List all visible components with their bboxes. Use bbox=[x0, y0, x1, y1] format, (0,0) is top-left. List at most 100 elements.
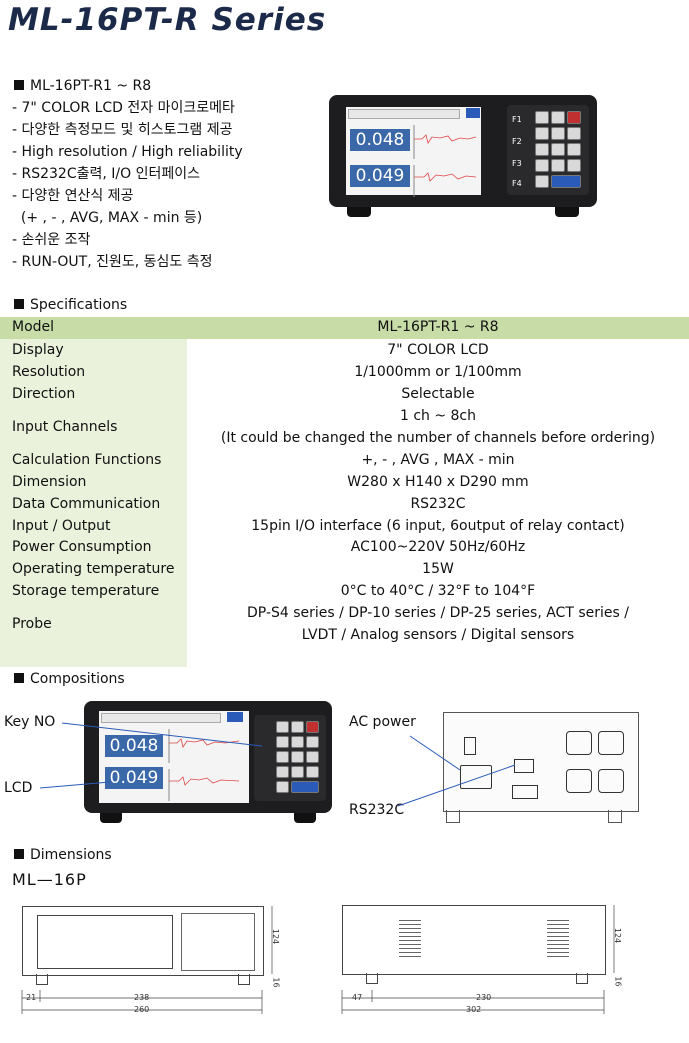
spec-key-column bbox=[0, 339, 187, 667]
fkey-f1: F1 bbox=[512, 115, 522, 124]
readout-2: 0.049 bbox=[105, 767, 163, 789]
feature-item: - 다양한 연산식 제공 bbox=[12, 188, 134, 204]
ac-inlet-icon bbox=[460, 765, 492, 789]
label-ac-power: AC power bbox=[349, 714, 416, 730]
spec-key: Data Communication bbox=[12, 496, 161, 512]
readout-1: 0.048 bbox=[350, 129, 410, 151]
features-heading: ML-16PT-R1 ~ R8 bbox=[14, 78, 151, 94]
device-screen: 0.048 0.049 bbox=[346, 107, 481, 197]
device-screen: 0.048 0.049 bbox=[99, 711, 249, 803]
compositions-heading: Compositions bbox=[14, 671, 125, 687]
device-rear-panel bbox=[443, 712, 639, 812]
dimension-model: ML—16P bbox=[12, 870, 87, 889]
fkey-f4: F4 bbox=[512, 179, 522, 188]
device-foot bbox=[347, 207, 371, 217]
dim-front-view bbox=[22, 906, 264, 976]
spec-key: Model bbox=[12, 319, 55, 335]
bullet-square-icon bbox=[14, 299, 24, 309]
device-foot bbox=[100, 813, 122, 823]
spec-value: DP-S4 series / DP-10 series / DP-25 seri… bbox=[247, 605, 629, 621]
readout-1: 0.048 bbox=[105, 735, 163, 757]
spec-value-2: (It could be changed the number of chann… bbox=[220, 430, 656, 446]
spec-key: Input Channels bbox=[12, 419, 118, 435]
fkey-f3: F3 bbox=[512, 159, 522, 168]
feature-list: - 7" COLOR LCD 전자 마이크로메타 - 다양한 측정모드 및 히스… bbox=[12, 97, 243, 273]
bullet-square-icon bbox=[14, 849, 24, 859]
dim-front-screen bbox=[37, 915, 173, 969]
probe-connector-icon bbox=[598, 769, 624, 793]
device-front-photo: 0.048 0.049 bbox=[84, 701, 332, 823]
screen-mode-button bbox=[466, 108, 480, 118]
dim-foot bbox=[36, 974, 48, 985]
spec-value: W280 x H140 x D290 mm bbox=[347, 474, 529, 490]
label-lcd: LCD bbox=[4, 780, 33, 796]
dim-foot bbox=[576, 973, 588, 984]
spec-value: AC100~220V 50Hz/60Hz bbox=[350, 539, 526, 555]
spec-value: 1/1000mm or 1/100mm bbox=[354, 364, 522, 380]
dim-foot bbox=[238, 974, 250, 985]
dim-front-inner-width: 238 bbox=[134, 993, 150, 1002]
spec-value: +, - , AVG , MAX - min bbox=[361, 452, 515, 468]
waveform-graph bbox=[168, 729, 240, 801]
readout-2: 0.049 bbox=[350, 165, 410, 187]
spec-header-row bbox=[0, 317, 689, 339]
device-foot bbox=[608, 810, 622, 823]
dim-front-total-width: 260 bbox=[134, 1005, 150, 1014]
bullet-square-icon bbox=[14, 80, 24, 90]
spec-value-2: LVDT / Analog sensors / Digital sensors bbox=[301, 627, 575, 643]
dim-side-foot: 16 bbox=[613, 976, 623, 987]
rs232c-port-icon bbox=[514, 759, 534, 773]
dim-front-offset: 21 bbox=[26, 993, 37, 1002]
spec-key: Display bbox=[12, 342, 64, 358]
device-foot bbox=[294, 813, 316, 823]
spec-key: Power Consumption bbox=[12, 539, 152, 555]
page-title: ML-16PT-R Series bbox=[8, 2, 327, 38]
spec-value: 15W bbox=[422, 561, 454, 577]
probe-connector-icon bbox=[566, 769, 592, 793]
spec-key: Operating temperature bbox=[12, 561, 175, 577]
spec-key: Input / Output bbox=[12, 518, 111, 534]
probe-connector-icon bbox=[598, 731, 624, 755]
spec-key: Storage temperature bbox=[12, 583, 160, 599]
waveform-graph bbox=[413, 125, 477, 197]
spec-value: RS232C bbox=[410, 496, 466, 512]
spec-value: 7" COLOR LCD bbox=[387, 342, 489, 358]
keypad-grid bbox=[535, 111, 583, 193]
power-switch-icon bbox=[464, 737, 476, 755]
device-foot bbox=[446, 810, 460, 823]
label-rs232c: RS232C bbox=[349, 802, 405, 818]
feature-item: - High resolution / High reliability bbox=[12, 144, 243, 160]
io-port-icon bbox=[512, 785, 538, 799]
spec-key: Calculation Functions bbox=[12, 452, 162, 468]
dim-foot bbox=[366, 973, 378, 984]
dim-front-keypad bbox=[181, 913, 255, 971]
device-foot bbox=[555, 207, 579, 217]
spec-value: 15pin I/O interface (6 input, 6output of… bbox=[251, 518, 625, 534]
dim-side-height: 124 bbox=[613, 927, 623, 944]
screen-status-bar bbox=[348, 109, 460, 119]
feature-item: - 7" COLOR LCD 전자 마이크로메타 bbox=[12, 100, 235, 116]
screen-mode-button bbox=[227, 712, 243, 722]
dim-side-view bbox=[342, 905, 606, 975]
spec-key: Dimension bbox=[12, 474, 87, 490]
bullet-square-icon bbox=[14, 673, 24, 683]
dim-side-vent bbox=[547, 920, 569, 960]
feature-item: - 다양한 측정모드 및 히스토그램 제공 bbox=[12, 122, 233, 138]
dim-front-height: 124 bbox=[271, 928, 281, 945]
dim-side-total-width: 302 bbox=[466, 1005, 482, 1014]
dim-side-offset: 47 bbox=[352, 993, 363, 1002]
spec-key: Probe bbox=[12, 616, 52, 632]
dim-front-foot: 16 bbox=[271, 977, 281, 988]
dim-side-vent bbox=[399, 920, 421, 960]
spec-key: Resolution bbox=[12, 364, 86, 380]
spec-value: Selectable bbox=[401, 386, 475, 402]
probe-connector-icon bbox=[566, 731, 592, 755]
device-photo: 0.048 0.049 F1 F2 F3 F4 bbox=[329, 95, 597, 217]
feature-item: (+ , - , AVG, MAX - min 등) bbox=[12, 210, 203, 226]
screen-status-bar bbox=[101, 713, 221, 723]
spec-value: 1 ch ~ 8ch bbox=[399, 408, 477, 424]
keypad-grid bbox=[276, 721, 324, 801]
specifications-heading: Specifications bbox=[14, 297, 127, 313]
fkey-f2: F2 bbox=[512, 137, 522, 146]
feature-item: - RUN-OUT, 진원도, 동심도 측정 bbox=[12, 254, 213, 270]
